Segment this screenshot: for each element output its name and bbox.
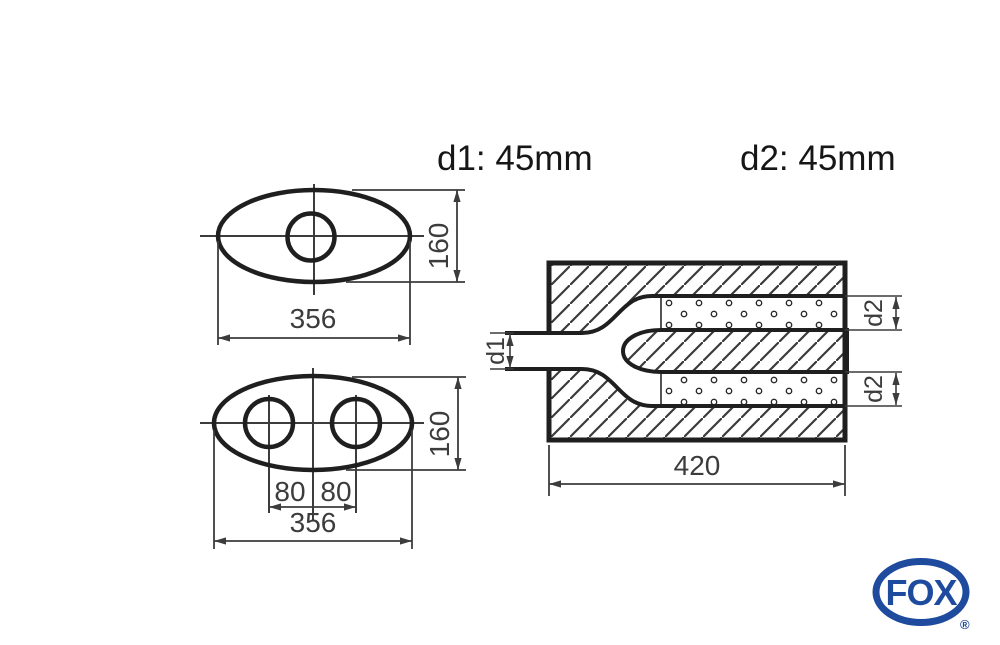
pipe-wall-upper [505,294,847,335]
perforated-section-bottom [661,374,843,404]
dim-width: 356 [217,241,411,345]
dim-outlet-top-value: d2 [860,299,888,327]
fox-logo-wordmark: FOX [885,572,957,613]
dim-height: 160 [346,189,465,283]
fox-logo-oval [872,558,970,626]
perforated-section-top [661,298,843,328]
outlet-hole-right [329,396,383,450]
fox-logo: FOX ® [872,558,970,632]
section-view: d1 d2 d2 420 [482,260,902,496]
outlet-diameter-label: d2: 45mm [740,139,896,178]
dim-length: 420 [548,445,846,496]
dim-width: 356 [213,430,413,549]
dim-pitch-left-value: 80 [274,476,305,507]
inlet-diameter-label: d1: 45mm [437,139,593,178]
oval-shell-outline [215,187,413,285]
dual-outlet-view: 80 80 356 160 [200,368,466,549]
dim-height-value: 160 [423,223,454,270]
inlet-hole [285,211,337,263]
dim-inlet: d1 [482,332,514,370]
dim-width-value: 356 [290,303,337,334]
dim-pitch: 80 80 [269,476,356,511]
center-island-hatched [620,328,849,374]
dim-inlet-value: d1 [482,337,510,365]
dim-height-value: 160 [424,411,455,458]
dim-outlet-top: d2 [845,295,902,331]
dim-outlet-bottom: d2 [845,371,902,407]
dim-length-value: 420 [674,450,721,481]
dim-outlet-bottom-value: d2 [860,375,888,403]
single-inlet-view: 356 160 [200,184,465,345]
pipe-wall-lower [505,367,847,408]
oval-shell-outline [211,373,415,473]
outlet-hole-left [242,396,296,450]
dim-pitch-right-value: 80 [320,476,351,507]
dim-width-value: 356 [290,507,337,538]
dim-height: 160 [346,376,466,471]
fox-logo-registered-mark: ® [960,617,970,632]
